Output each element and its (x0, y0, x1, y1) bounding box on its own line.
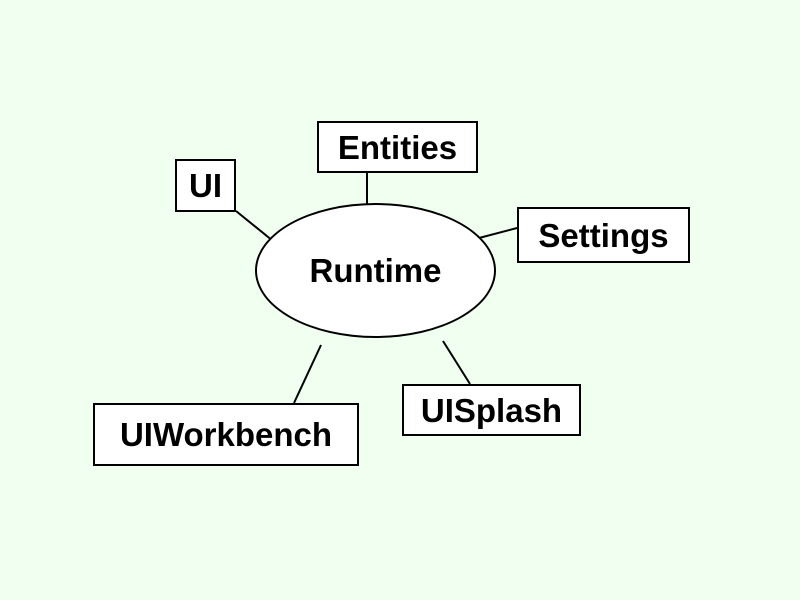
node-settings[interactable]: Settings (517, 207, 690, 263)
edge-runtime-ui (235, 210, 274, 242)
node-uiworkbench-label: UIWorkbench (119, 416, 333, 453)
edge-runtime-uiworkbench (293, 344, 322, 404)
node-uiworkbench[interactable]: UIWorkbench (93, 403, 359, 466)
edge-runtime-uisplash (442, 340, 471, 385)
node-ui-label: UI (189, 167, 222, 204)
edge-runtime-settings (478, 227, 518, 239)
node-settings-label: Settings (538, 216, 669, 254)
node-uisplash[interactable]: UISplash (402, 384, 581, 436)
node-entities[interactable]: Entities (317, 121, 478, 173)
node-entities-label: Entities (337, 128, 458, 166)
node-ui[interactable]: UI (175, 159, 236, 212)
node-runtime[interactable]: Runtime (255, 203, 496, 338)
node-runtime-label: Runtime (309, 252, 442, 289)
node-uisplash-label: UISplash (420, 391, 563, 429)
